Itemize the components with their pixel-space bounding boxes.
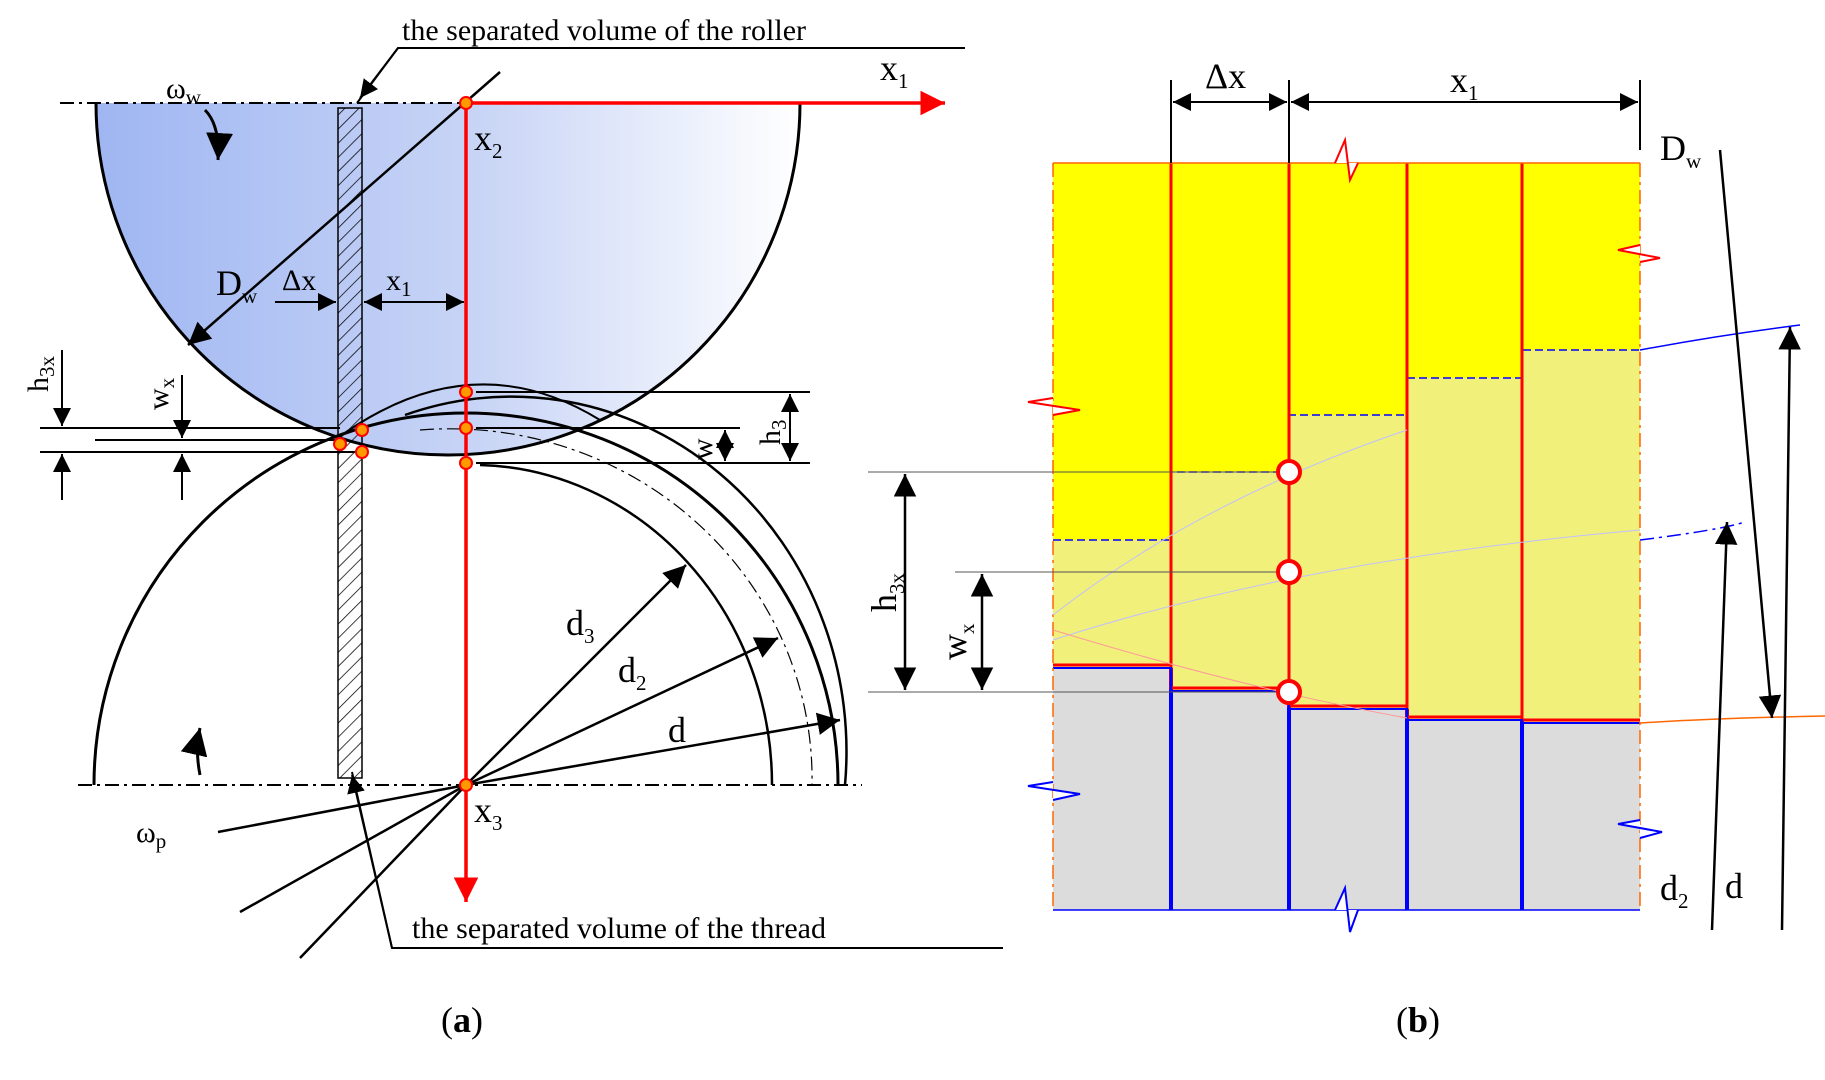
x1-small-label: x1 (386, 264, 412, 301)
omega-w-label: ωw (166, 72, 202, 109)
point-b-bottom (1276, 679, 1302, 705)
point-strip-1 (333, 437, 347, 451)
break-top (1334, 136, 1359, 184)
thread-profile-4 (1407, 378, 1522, 720)
point-x2 (459, 96, 473, 110)
callout-roller-label: the separated volume of the roller (402, 14, 806, 47)
point-b-top (1276, 459, 1302, 485)
w-label: w (686, 438, 719, 460)
break-bottom (1334, 884, 1359, 933)
point-b-mid (1276, 559, 1302, 585)
curve-mid-blue (1639, 521, 1746, 541)
x1-axis-label: x1 (880, 48, 909, 93)
d2-dim-line (1710, 521, 1738, 931)
x2-label: x2 (474, 118, 503, 163)
curve-top-blue (1639, 324, 1801, 351)
thread-profile-1 (1053, 540, 1171, 668)
panel-b: Δx x1 Dw h3x wx d2 d (864, 56, 1825, 933)
callout-thread-label: the separated volume of the thread (412, 912, 826, 945)
h3-label: h3 (754, 420, 791, 446)
d2-label-b: d2 (1660, 868, 1689, 913)
thread-root-arc (479, 463, 774, 786)
curve-faint-1 (1052, 429, 1408, 616)
h3x-label-a: h3x (22, 356, 59, 393)
callout-roller-leader (356, 47, 965, 104)
point-w-mid (459, 421, 473, 435)
omega-p-arrow (180, 727, 208, 776)
callout-thread-arrow (347, 774, 393, 949)
d-dim-line (1778, 326, 1801, 931)
panel-a: the separated volume of the roller the s… (22, 14, 1003, 959)
radial-ext-1 (217, 783, 467, 834)
contact-lens-top (334, 383, 601, 441)
radial-ext-2 (239, 783, 467, 914)
d-label-b: d (1725, 866, 1743, 906)
gray-col-2 (1171, 691, 1289, 910)
point-h3-bottom (459, 456, 473, 470)
dw-dim-line (1718, 149, 1782, 719)
thread-crest-arc (404, 395, 848, 786)
delta-x-label-b: Δx (1205, 56, 1246, 96)
curve-faint-2 (1052, 529, 1641, 641)
d-label-a: d (668, 710, 686, 750)
thread-profile-2 (1171, 472, 1289, 691)
thread-profile-3 (1289, 415, 1407, 709)
d3-label: d3 (566, 603, 595, 648)
gray-col-3 (1289, 709, 1407, 910)
h3x-label-b: h3x (864, 573, 909, 613)
break-right-bottom (1617, 819, 1663, 839)
gray-col-4 (1407, 720, 1522, 910)
caption-b: (b) (1396, 1000, 1440, 1040)
x1-label-b: x1 (1450, 60, 1479, 105)
caption-a: (a) (441, 1000, 483, 1040)
curve-faint-red (1052, 629, 1408, 719)
d-radius (465, 712, 841, 787)
roller-outline (94, 102, 802, 457)
point-strip-2 (355, 423, 369, 437)
d2-radius (465, 636, 779, 787)
thread-pitch-arc (419, 428, 813, 786)
break-right (1617, 244, 1661, 263)
roller-body (96, 103, 800, 455)
radial-ext-3 (299, 784, 467, 959)
wx-label-b: wx (934, 623, 979, 660)
d2-label: d2 (618, 650, 647, 695)
omega-p-label: ωp (136, 816, 166, 853)
delta-x-label: Δx (282, 264, 316, 297)
d3-radius (465, 564, 687, 786)
dw-diameter-line (187, 71, 501, 346)
blue-interface-line (1053, 667, 1640, 724)
point-h3-top (459, 385, 473, 399)
omega-w-arrow (203, 108, 234, 161)
dw-label-b: Dw (1660, 128, 1702, 173)
x3-label: x3 (474, 790, 503, 835)
point-strip-3 (355, 445, 369, 459)
break-left-bottom (1027, 781, 1081, 801)
thread-profile-5 (1522, 350, 1640, 723)
wx-label-a: wx (142, 377, 179, 410)
curve-bottom-red (1639, 715, 1825, 724)
break-left (1027, 397, 1081, 416)
point-x3 (459, 778, 473, 792)
gray-col-5 (1522, 723, 1640, 910)
dw-label: Dw (216, 263, 258, 308)
callout-roller-arrow (359, 47, 399, 99)
